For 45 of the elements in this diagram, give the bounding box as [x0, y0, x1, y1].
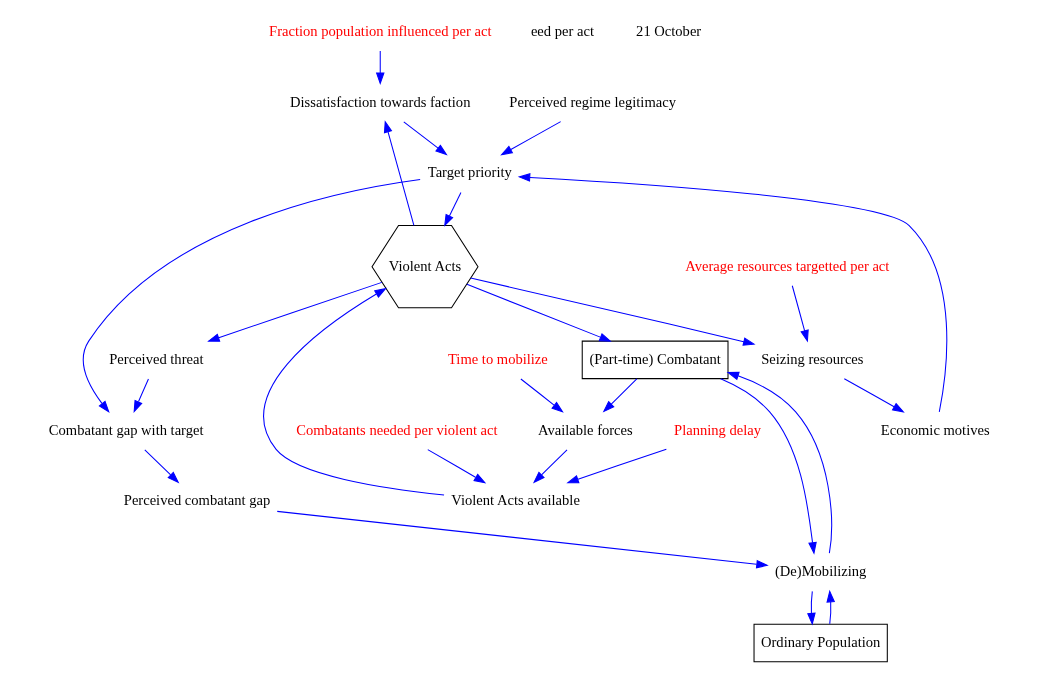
node-text: Combatants needed per violent act: [295, 421, 498, 438]
node-box: Ordinary Population: [753, 623, 888, 662]
arrow: [143, 448, 179, 483]
arrow: [602, 377, 637, 413]
node-text: Combatant gap with target: [48, 421, 204, 438]
node-text: Available forces: [537, 421, 633, 438]
arrow: [469, 277, 756, 346]
node-text: Violent Acts available: [450, 491, 580, 508]
node-text: (De)Mobilizing: [774, 562, 866, 579]
arrow: [499, 120, 561, 155]
arrow: [443, 191, 461, 227]
node-text: Planning delay: [673, 421, 761, 438]
arrow: [276, 510, 769, 569]
node-text: Time to mobilize: [447, 350, 548, 367]
node-text: Fraction population influenced per act: [268, 22, 491, 39]
arrow: [806, 590, 816, 625]
node-text: Target priority: [427, 163, 512, 180]
arrow: [532, 448, 568, 483]
arrow: [565, 448, 667, 483]
node-text: Perceived combatant gap: [123, 491, 270, 508]
arrow: [206, 281, 382, 342]
arrow: [843, 377, 905, 413]
node-text: Perceived regime legitimacy: [508, 93, 676, 110]
arrow: [465, 283, 612, 342]
arrow: [519, 377, 564, 413]
arrow: [262, 287, 445, 495]
node-text: Perceived threat: [108, 350, 203, 367]
arrow: [82, 178, 421, 413]
arrow: [133, 377, 149, 413]
arrow: [791, 284, 809, 342]
arrow: [726, 371, 832, 554]
node-text: Dissatisfaction towards faction: [289, 93, 470, 110]
arrow: [402, 120, 448, 155]
label: 21 October: [635, 22, 701, 39]
arrow: [517, 172, 947, 412]
arrow: [383, 119, 414, 226]
arrow: [825, 589, 835, 624]
node-text: Seizing resources: [760, 350, 863, 367]
arrow: [375, 50, 385, 85]
arrow: [719, 377, 817, 555]
node-text: Economic motives: [880, 421, 990, 438]
label: eed per act: [530, 22, 594, 39]
node-box: (Part-time) Combatant: [581, 340, 728, 379]
arrow: [426, 448, 486, 483]
node-text: Average resources targetted per act: [684, 257, 889, 274]
